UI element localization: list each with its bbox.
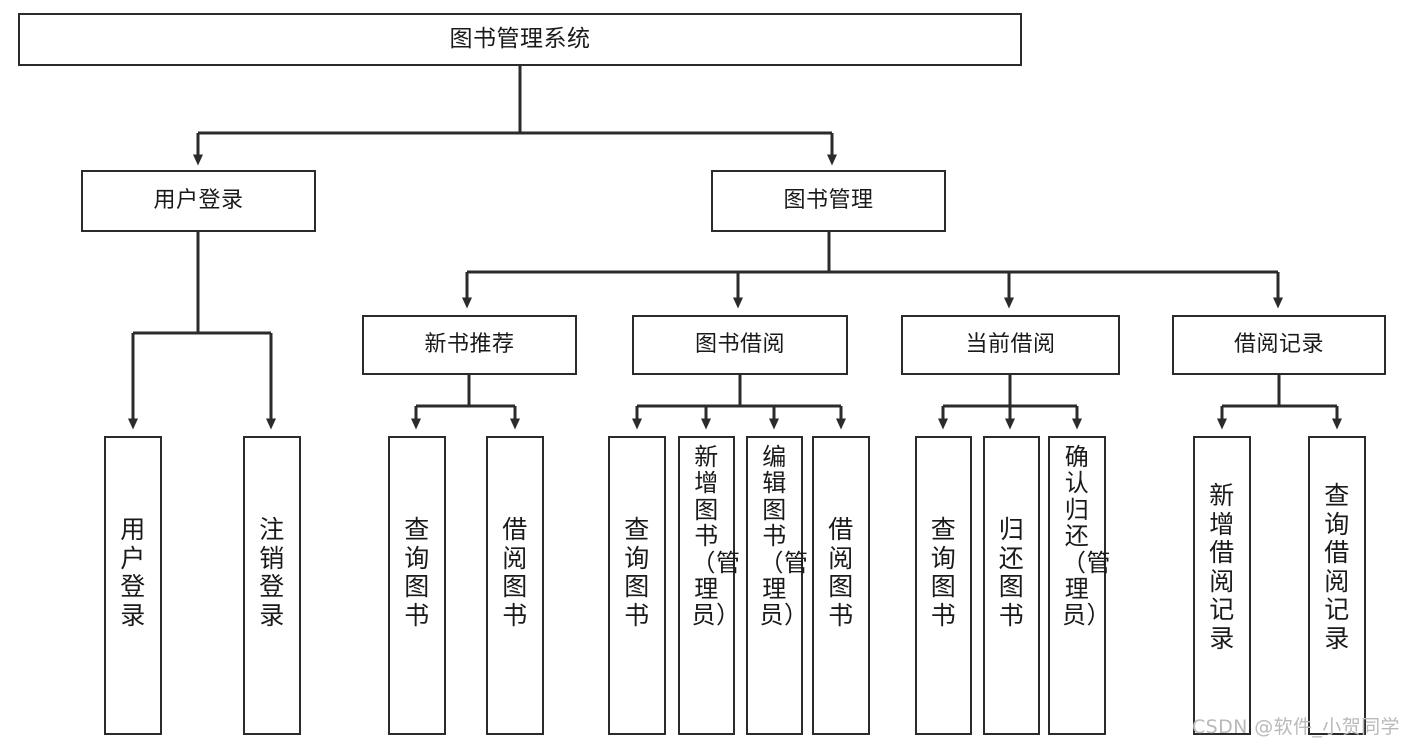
node-current-borrow[interactable]: 当前借阅 — [901, 315, 1120, 375]
node-borrow-record[interactable]: 借阅记录 — [1172, 315, 1386, 375]
node-label: 归还图书 — [998, 515, 1025, 630]
leaf-borrow-book[interactable]: 借阅图书 — [812, 436, 870, 735]
leaf-add-book[interactable]: 新增图书（管理员） — [678, 436, 741, 735]
node-label: 借阅图书 — [828, 515, 854, 630]
leaf-add-borrow-record[interactable]: 新增借阅记录 — [1193, 436, 1251, 735]
node-label: 用户登录 — [120, 515, 146, 630]
node-label: 查询图书 — [930, 515, 957, 630]
node-label: 新书推荐 — [424, 331, 515, 357]
leaf-query-book-recommend[interactable]: 查询图书 — [388, 436, 446, 735]
node-label: 借阅记录 — [1233, 331, 1324, 357]
node-label: 查询图书 — [404, 515, 430, 630]
leaf-edit-book[interactable]: 编辑图书（管理员） — [746, 436, 809, 735]
node-label: 查询图书 — [624, 515, 650, 630]
leaf-query-book-current[interactable]: 查询图书 — [915, 436, 972, 735]
node-root-system[interactable]: 图书管理系统 — [18, 13, 1022, 66]
node-book-manage[interactable]: 图书管理 — [711, 170, 946, 232]
leaf-return-book[interactable]: 归还图书 — [983, 436, 1040, 735]
node-label: 编辑图书（管理员） — [759, 443, 809, 630]
node-label: 用户登录 — [153, 187, 244, 213]
leaf-confirm-return[interactable]: 确认归还（管理员） — [1048, 436, 1111, 735]
leaf-query-borrow-record[interactable]: 查询借阅记录 — [1308, 436, 1366, 735]
node-label: 查询借阅记录 — [1324, 481, 1350, 653]
node-label: 图书管理 — [783, 187, 874, 213]
node-label: 注销登录 — [259, 515, 285, 630]
node-label: 确认归还（管理员） — [1062, 443, 1111, 630]
node-label: 当前借阅 — [965, 331, 1056, 357]
leaf-user-login[interactable]: 用户登录 — [104, 436, 162, 735]
node-label: 图书借阅 — [694, 331, 785, 357]
leaf-query-book-borrow[interactable]: 查询图书 — [608, 436, 666, 735]
node-new-book-recommend[interactable]: 新书推荐 — [362, 315, 577, 375]
node-label: 新增图书（管理员） — [691, 443, 741, 630]
node-label: 借阅图书 — [502, 515, 528, 630]
leaf-user-logout[interactable]: 注销登录 — [243, 436, 301, 735]
watermark: CSDN @软件_小贺同学 — [1192, 716, 1400, 738]
node-label: 新增借阅记录 — [1209, 481, 1235, 653]
leaf-borrow-book-recommend[interactable]: 借阅图书 — [486, 436, 544, 735]
node-book-borrow[interactable]: 图书借阅 — [632, 315, 848, 375]
node-label: 图书管理系统 — [449, 25, 591, 52]
node-user-login[interactable]: 用户登录 — [81, 170, 316, 232]
